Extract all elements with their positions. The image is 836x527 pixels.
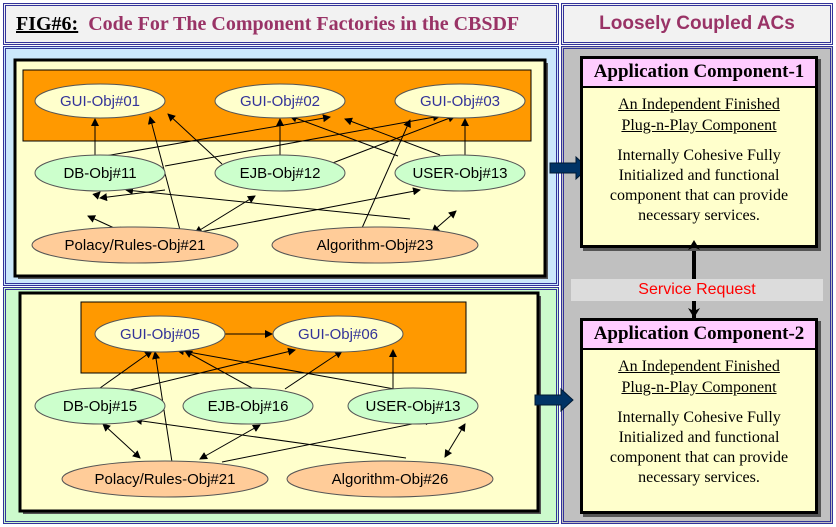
bottom-object-node: Polacy/Rules-Obj#21 — [31, 226, 239, 264]
dependency-arrow — [134, 417, 407, 459]
gui-object-node: GUI-Obj#06 — [272, 315, 404, 353]
component-title: Application Component-1 — [583, 59, 815, 88]
subtitle-line: Plug-n-Play Component — [621, 379, 777, 396]
node-ellipse — [31, 226, 239, 264]
arrowhead-up-icon — [688, 240, 700, 250]
node-label: DB-Obj#15 — [63, 398, 137, 415]
node-label: EJB-Obj#12 — [240, 165, 321, 182]
figure-label: FIG#6: — [16, 12, 79, 35]
arrowhead-down-icon — [688, 308, 700, 318]
dependency-arrow — [361, 119, 411, 229]
mid-object-node: DB-Obj#11 — [34, 154, 166, 192]
right-title: Loosely Coupled ACs — [599, 13, 795, 34]
dependency-arrow — [444, 423, 466, 458]
bottom-object-node: Algorithm-Obj#26 — [286, 460, 494, 498]
node-label: Algorithm-Obj#23 — [317, 237, 434, 254]
node-ellipse — [394, 83, 526, 119]
dependency-arrow — [184, 350, 253, 389]
description-line: Internally Cohesive Fully — [617, 409, 781, 426]
component-description: Internally Cohesive Fully Initialized an… — [583, 408, 815, 488]
node-label: Polacy/Rules-Obj#21 — [95, 471, 236, 488]
subtitle-line: Plug-n-Play Component — [621, 117, 777, 134]
node-label: GUI-Obj#02 — [240, 93, 320, 110]
subtitle-line: An Independent Finished — [618, 96, 780, 113]
gui-object-node: GUI-Obj#05 — [94, 315, 226, 353]
description-line: necessary services. — [638, 207, 760, 224]
dependency-arrow — [199, 424, 261, 460]
dependency-arrow — [344, 117, 441, 156]
component-subtitle: An Independent Finished Plug-n-Play Comp… — [583, 94, 815, 136]
dependency-arrow — [99, 350, 153, 389]
component-title: Application Component-2 — [583, 321, 815, 350]
dependency-arrow — [129, 347, 296, 391]
mid-object-node: EJB-Obj#16 — [182, 387, 314, 425]
application-component-2[interactable]: Application Component-2 An Independent F… — [580, 318, 818, 514]
description-line: component that can provide — [609, 187, 789, 204]
node-ellipse — [182, 387, 314, 425]
dependency-arrow — [164, 113, 441, 167]
dependency-arrow — [176, 347, 401, 391]
right-header: Loosely Coupled ACs — [561, 3, 833, 45]
bottom-object-node: Algorithm-Obj#23 — [271, 226, 479, 264]
node-label: GUI-Obj#03 — [420, 93, 500, 110]
mid-object-node: EJB-Obj#12 — [214, 154, 346, 192]
node-label: DB-Obj#11 — [63, 165, 136, 182]
left-header: FIG#6: Code For The Component Factories … — [3, 3, 559, 45]
dependency-arrow — [199, 187, 421, 233]
dependency-arrow — [221, 417, 433, 463]
node-label: GUI-Obj#05 — [120, 326, 200, 343]
gui-object-node: GUI-Obj#02 — [214, 83, 346, 119]
dependency-arrow — [431, 210, 457, 233]
component-description: Internally Cohesive Fully Initialized an… — [583, 146, 815, 226]
node-label: GUI-Obj#01 — [60, 93, 140, 110]
description-line: necessary services. — [638, 469, 760, 486]
dependency-arrow — [92, 191, 101, 200]
node-label: Polacy/Rules-Obj#21 — [65, 237, 206, 254]
dependency-arrow — [167, 113, 223, 165]
dependency-arrow — [102, 423, 141, 459]
node-ellipse — [271, 226, 479, 264]
node-label: EJB-Obj#16 — [208, 398, 289, 415]
component-subtitle: An Independent Finished Plug-n-Play Comp… — [583, 356, 815, 398]
application-component-1[interactable]: Application Component-1 An Independent F… — [580, 56, 818, 248]
node-ellipse — [272, 315, 404, 353]
node-label: USER-Obj#13 — [365, 398, 460, 415]
mid-object-node: USER-Obj#13 — [394, 154, 526, 192]
gui-object-node: GUI-Obj#01 — [34, 83, 166, 119]
bottom-object-node: Polacy/Rules-Obj#21 — [61, 460, 269, 498]
dependency-arrow — [329, 114, 456, 165]
node-ellipse — [214, 154, 346, 192]
node-ellipse — [286, 460, 494, 498]
description-line: component that can provide — [609, 449, 789, 466]
dependency-arrow — [125, 186, 411, 220]
node-label: GUI-Obj#06 — [298, 326, 378, 343]
node-ellipse — [61, 460, 269, 498]
node-ellipse — [34, 387, 166, 425]
dependency-arrow — [289, 114, 399, 157]
node-ellipse — [94, 315, 226, 353]
blue-arrow-icon — [534, 387, 574, 413]
node-ellipse — [394, 154, 526, 192]
mid-object-node: DB-Obj#15 — [34, 387, 166, 425]
node-label: USER-Obj#13 — [412, 165, 507, 182]
node-ellipse — [347, 387, 479, 425]
node-ellipse — [214, 83, 346, 119]
description-line: Initialized and functional — [618, 167, 780, 184]
mid-object-node: USER-Obj#13 — [347, 387, 479, 425]
description-line: Internally Cohesive Fully — [617, 147, 781, 164]
subtitle-line: An Independent Finished — [618, 358, 780, 375]
node-label: Algorithm-Obj#26 — [332, 471, 449, 488]
dependency-arrow — [284, 350, 343, 390]
gui-object-node: GUI-Obj#03 — [394, 83, 526, 119]
description-line: Initialized and functional — [618, 429, 780, 446]
node-ellipse — [34, 154, 166, 192]
node-ellipse — [34, 83, 166, 119]
service-request-label: Service Request — [571, 279, 823, 301]
dependency-arrow — [104, 114, 331, 157]
figure-title: Code For The Component Factories in the … — [88, 12, 520, 35]
